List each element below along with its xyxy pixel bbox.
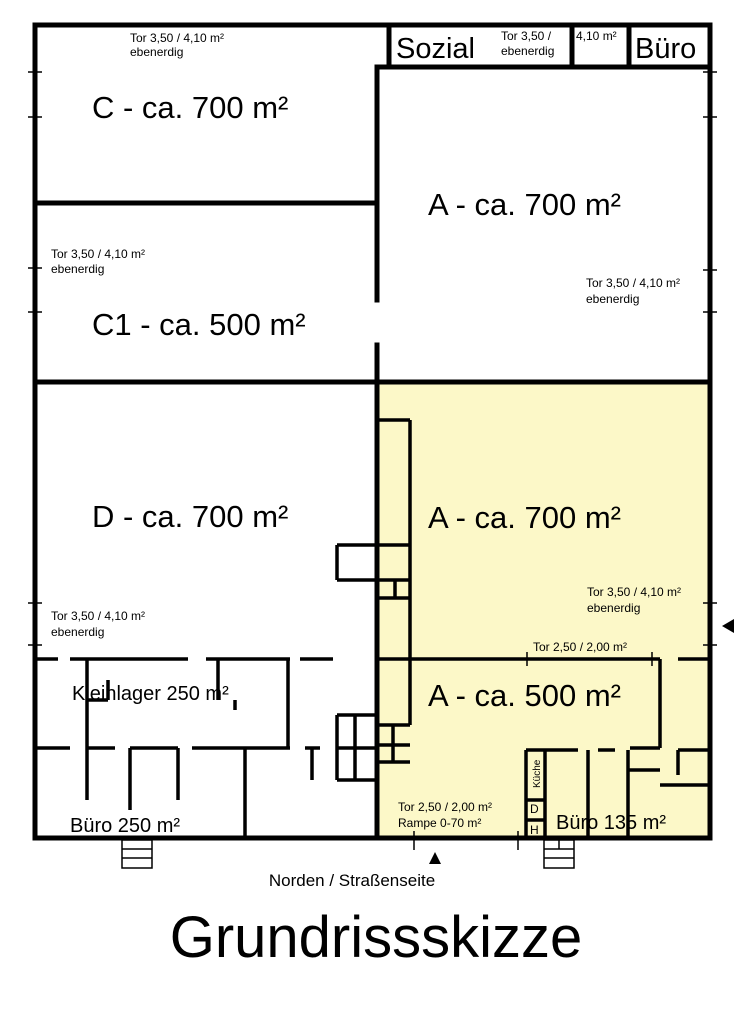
- gate-sozial-level: ebenerdig: [501, 44, 554, 58]
- north-arrow-icon: [429, 852, 441, 864]
- gate-d-label: Tor 3,50 / 4,10 m²: [51, 609, 145, 623]
- gate-d-level: ebenerdig: [51, 625, 104, 639]
- room-a-bottom-label: A - ca. 500 m²: [428, 678, 621, 713]
- page-title: Grundrissskizze: [170, 905, 583, 970]
- gate-bottom-label: Tor 2,50 / 2,00 m²: [398, 800, 492, 814]
- wall-ticks: [28, 71, 717, 850]
- orientation-label: Norden / Straßenseite: [269, 871, 435, 890]
- room-a-mid-label: A - ca. 700 m²: [428, 500, 621, 535]
- room-a-top-label: A - ca. 700 m²: [428, 187, 621, 222]
- room-kleinlager-label: Kleinlager 250 m²: [72, 683, 229, 705]
- gate-bottom-rampe: Rampe 0-70 m²: [398, 816, 481, 830]
- gate-a-mid-label: Tor 3,50 / 4,10 m²: [587, 585, 681, 599]
- room-buero-top-label: Büro: [635, 33, 696, 65]
- gate-c-level: ebenerdig: [130, 45, 183, 59]
- gate-sozial-label-b: 4,10 m²: [576, 29, 617, 43]
- gate-a-inner-label: Tor 2,50 / 2,00 m²: [533, 640, 627, 654]
- buero-135-partitions: [524, 659, 710, 838]
- room-buero-250-label: Büro 250 m²: [70, 815, 180, 837]
- room-d-label: D - ca. 700 m²: [92, 499, 288, 534]
- interior-walls: [32, 22, 713, 841]
- room-sozial-label: Sozial: [396, 33, 475, 65]
- gate-a-mid-level: ebenerdig: [587, 601, 640, 615]
- gate-sozial-label-a: Tor 3,50 /: [501, 29, 552, 43]
- gate-c1-level: ebenerdig: [51, 262, 104, 276]
- entrance-steps: [121, 839, 575, 869]
- room-h-small-label: H: [530, 823, 539, 837]
- gate-a-top-label: Tor 3,50 / 4,10 m²: [586, 276, 680, 290]
- gate-c1-label: Tor 3,50 / 4,10 m²: [51, 247, 145, 261]
- room-kueche-label: Küche: [532, 759, 543, 788]
- room-d-small-label: D: [530, 802, 539, 816]
- room-c-label: C - ca. 700 m²: [92, 90, 288, 125]
- room-c1-label: C1 - ca. 500 m²: [92, 307, 306, 342]
- office-partitions: [35, 659, 320, 838]
- racking-structure: [335, 418, 412, 782]
- gate-c-label: Tor 3,50 / 4,10 m²: [130, 31, 224, 45]
- entrance-arrow-icon: [722, 619, 734, 633]
- outer-walls: [32, 22, 713, 841]
- room-buero-135-label: Büro 135 m²: [556, 812, 666, 834]
- gate-a-top-level: ebenerdig: [586, 292, 639, 306]
